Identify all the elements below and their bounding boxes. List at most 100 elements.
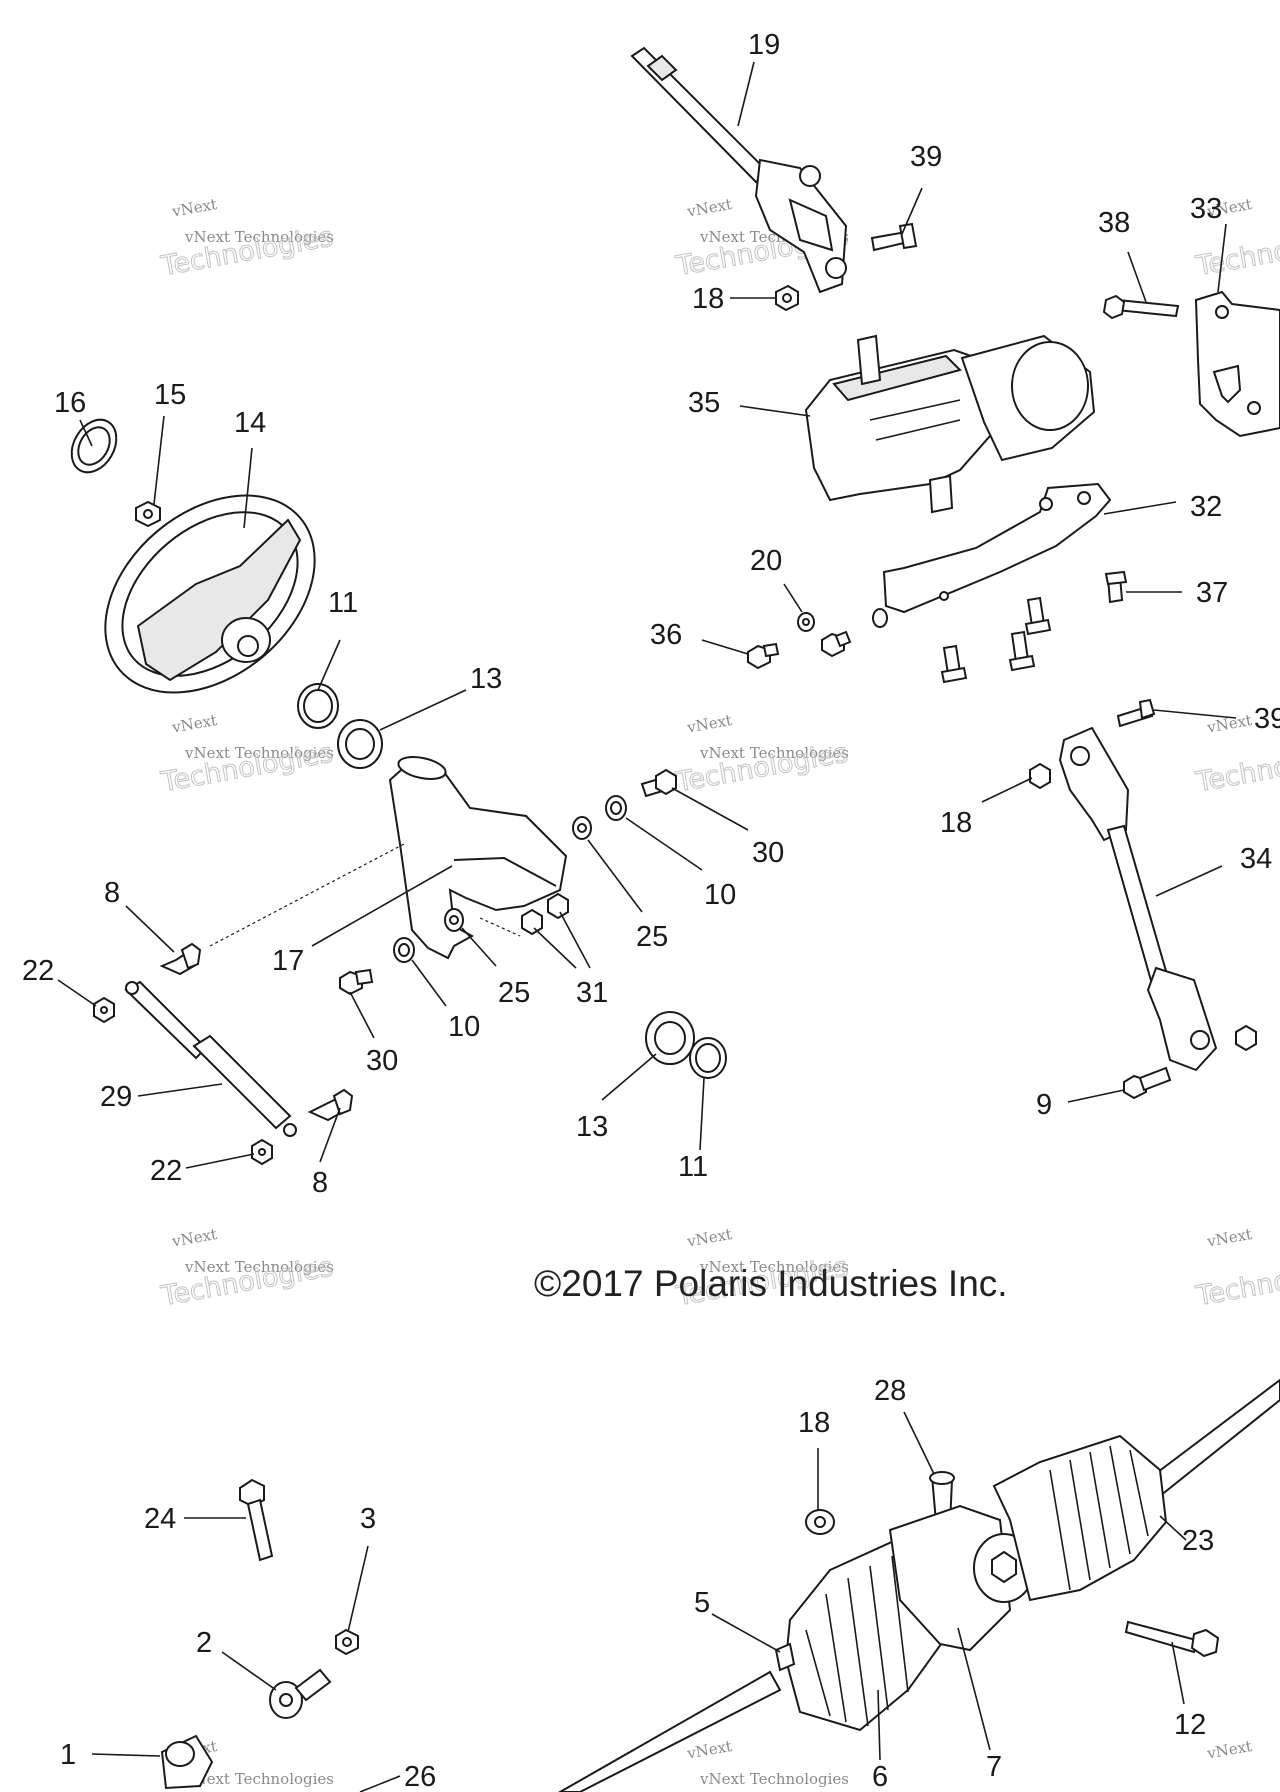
dashed-line-31-17: [479, 917, 521, 937]
part-bolt-9: [1123, 1066, 1172, 1100]
callout-24: 24: [144, 1503, 176, 1535]
part-bracket-32: [882, 482, 1112, 614]
callout-9: 9: [1036, 1089, 1052, 1121]
callout-32: 32: [1190, 491, 1222, 523]
part-steering-rack: [557, 1378, 1280, 1792]
watermark-11: vNext vNext Technologies: [685, 1737, 849, 1788]
callout-23: 23: [1182, 1525, 1214, 1557]
part-bolt-12: [1124, 1620, 1220, 1658]
part-pivot-30b: [339, 968, 374, 996]
part-tie-rod-end-2: [269, 1668, 332, 1719]
part-nut-18-mid: [1029, 762, 1051, 790]
leader-lines: [57, 61, 1237, 1792]
svg-text:vNext: vNext: [685, 195, 733, 221]
callout-11: 11: [678, 1151, 708, 1183]
svg-text:Technologies: Technologies: [1193, 1252, 1280, 1313]
part-stud-8-lower: [307, 1088, 354, 1122]
part-nut-22-upper: [93, 996, 115, 1024]
callout-15: 15: [154, 379, 186, 411]
part-bearing-13-lower: [645, 1011, 695, 1065]
part-bolt-39-mid: [1116, 698, 1156, 728]
part-washers-20: [797, 608, 888, 632]
copyright-notice: ©2017 Polaris Industries Inc.: [534, 1263, 1008, 1304]
part-pivot-30a: [640, 768, 677, 798]
callout-17: 17: [272, 945, 304, 977]
svg-text:vNext: vNext: [685, 1737, 733, 1763]
callout-1: 1: [60, 1739, 76, 1771]
callout-39: 39: [910, 141, 942, 173]
callout-28: 28: [874, 1375, 906, 1407]
svg-text:vNext Technologies: vNext Technologies: [184, 1258, 334, 1276]
callout-26: 26: [404, 1761, 436, 1792]
part-gas-strut-29: [124, 980, 297, 1137]
part-bolt-38: [1102, 294, 1180, 320]
part-sleeve-1: [160, 1734, 214, 1790]
part-nut-22-lower: [251, 1138, 273, 1166]
parts: [70, 46, 1280, 1792]
svg-text:vNext: vNext: [170, 711, 218, 737]
callout-13: 13: [470, 663, 502, 695]
callout-5: 5: [694, 1587, 710, 1619]
callout-8: 8: [104, 877, 120, 909]
part-bushing-10b: [393, 937, 415, 963]
part-steering-wheel-14: [104, 494, 316, 694]
part-nut-15: [135, 500, 161, 528]
callout-25: 25: [636, 921, 668, 953]
dashed-line-8-17: [209, 843, 405, 947]
part-washer-25b: [444, 908, 464, 932]
callout-38: 38: [1098, 207, 1130, 239]
callout-13: 13: [576, 1111, 608, 1143]
callout-8: 8: [312, 1167, 328, 1199]
part-bracket-33: [1194, 290, 1280, 438]
svg-text:vNext Technologies: vNext Technologies: [699, 744, 849, 762]
callout-16: 16: [54, 387, 86, 419]
watermark-1: vNext vNext Technologies Technologies: [158, 195, 336, 283]
callout-18: 18: [692, 283, 724, 315]
svg-text:vNext: vNext: [1205, 1737, 1253, 1763]
part-bracket-bolts: [940, 570, 1128, 684]
svg-text:vNext: vNext: [170, 1225, 218, 1251]
part-nut-18-top: [775, 284, 799, 312]
callout-30: 30: [366, 1045, 398, 1077]
svg-text:vNext Technologies: vNext Technologies: [184, 744, 334, 762]
part-washer-25a: [572, 816, 592, 840]
part-stud-8-upper: [159, 942, 202, 976]
svg-text:vNext Technologies: vNext Technologies: [184, 228, 334, 246]
part-intermediate-shaft-34: [1058, 726, 1218, 1072]
callout-39: 39: [1254, 703, 1280, 735]
svg-text:Technologies: Technologies: [1193, 738, 1280, 799]
svg-text:vNext Technologies: vNext Technologies: [699, 1770, 849, 1788]
callout-2: 2: [196, 1627, 212, 1659]
callout-14: 14: [234, 407, 266, 439]
svg-text:Technologies: Technologies: [1193, 222, 1280, 283]
part-cap-16: [70, 418, 118, 474]
part-washer-18-lower: [805, 1509, 835, 1535]
callout-6: 6: [872, 1761, 888, 1792]
part-eps-unit-35: [804, 334, 1096, 514]
svg-text:vNext: vNext: [685, 711, 733, 737]
part-bearing-13-upper: [337, 719, 383, 769]
part-bolt-39-top: [870, 222, 918, 252]
callout-20: 20: [750, 545, 782, 577]
callout-22: 22: [22, 955, 54, 987]
callout-19: 19: [748, 29, 780, 61]
callout-31: 31: [576, 977, 608, 1009]
callout-34: 34: [1240, 843, 1272, 875]
callout-25: 25: [498, 977, 530, 1009]
part-nuts-31: [521, 892, 569, 936]
svg-text:vNext: vNext: [1205, 1225, 1253, 1251]
part-bolt-20: [821, 630, 852, 658]
callout-33: 33: [1190, 193, 1222, 225]
part-column-17: [388, 756, 568, 960]
part-bolt-36: [747, 642, 780, 670]
part-nut-34-right: [1235, 1024, 1257, 1052]
part-steering-shaft-upper: [630, 46, 848, 294]
callout-18: 18: [940, 807, 972, 839]
part-bearing-11-upper: [297, 683, 339, 729]
callout-22: 22: [150, 1155, 182, 1187]
part-bolt-24: [239, 1478, 274, 1562]
watermark-9: vNext Technologies: [1193, 1225, 1280, 1313]
callout-37: 37: [1196, 577, 1228, 609]
callout-labels: 19 39 38 33 18 35 16 15 14 32 20 37 36 1…: [22, 29, 1280, 1792]
